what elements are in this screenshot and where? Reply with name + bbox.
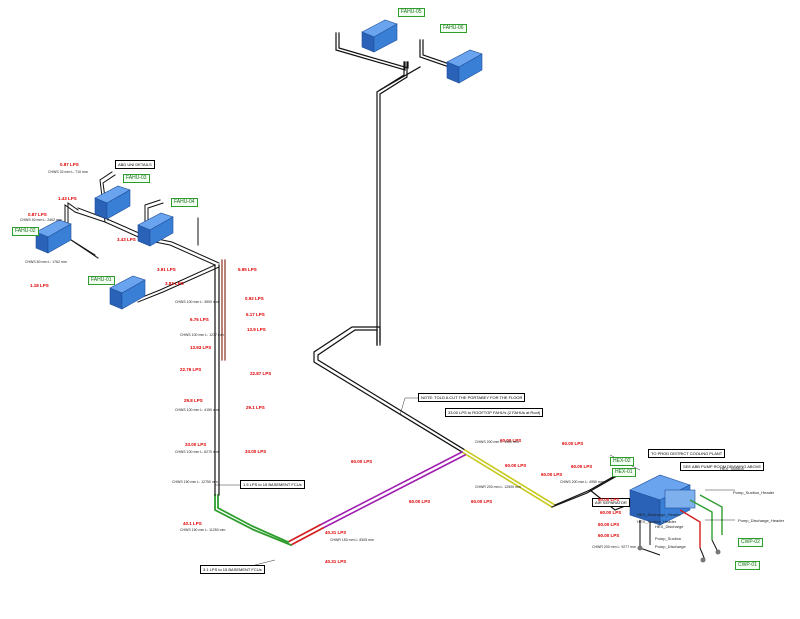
pipe-label: CHWS 200 mm L: 4950 mm: [560, 480, 604, 484]
fahu-04-unit[interactable]: [137, 212, 174, 247]
flow-label: 33.00 LPS: [245, 449, 267, 454]
flow-label: 60.00 LPS: [351, 459, 373, 464]
note-lower: 3.1 LPS to 15 BASEMENT FCUs: [200, 565, 265, 574]
fahu-06-unit[interactable]: [446, 49, 483, 84]
vertical-riser: [214, 264, 220, 496]
note-level: 33.00 LPS to ROOFTOP FAHU's (2 FAHUs at …: [445, 408, 544, 417]
flow-label: 3.91 LPS: [157, 267, 176, 272]
note-upper: ABD UNI DETAILS: [115, 160, 155, 169]
pipe-label: CHWR 200 mm L: 12500 mm: [475, 485, 521, 489]
note-plant-title: TO PROD DISTRICT COOLING PLANT: [648, 449, 726, 458]
pipe-label: CHWR 150 mm L: 8305 mm: [330, 538, 374, 542]
flow-label: 1.18 LPS: [30, 283, 49, 288]
fahu-02-unit[interactable]: [35, 219, 72, 254]
note-plant-sub: SEE ABB PUMP ROOM DRAWING ABOVE: [680, 462, 765, 471]
flow-label: 60.00 LPS: [471, 499, 493, 504]
pipe-label: CHWS 80 mm L: 1762 mm: [25, 260, 67, 264]
tag-fahu-04[interactable]: FAHU-04: [171, 198, 198, 207]
flow-label: 40.1 LPS: [183, 521, 202, 526]
flow-label: 60.00 LPS: [598, 533, 620, 538]
pipe-label: CHWS 32 mm L: 710 mm: [48, 170, 88, 174]
equip-label: Pump_Suction_Header: [733, 490, 775, 495]
flow-label: 13.93 LPS: [190, 345, 212, 350]
tag-cwp-02[interactable]: CWP-02: [738, 538, 763, 547]
pipe-label: CHWS 100 mm L: 4150 mm: [175, 408, 219, 412]
flow-label: 33.00 LPS: [185, 442, 207, 447]
riser-inner: [221, 259, 226, 361]
flow-label: 60.00 LPS: [600, 510, 622, 515]
equip-label: Pump_Discharge: [655, 544, 686, 549]
roof-pipe-run: [335, 32, 456, 346]
flow-label: 60.00 LPS: [571, 464, 593, 469]
tag-fahu-05[interactable]: FAHU-05: [398, 8, 425, 17]
flow-label: 60.00 LPS: [598, 522, 620, 527]
tag-fahu-06[interactable]: FAHU-06: [440, 24, 467, 33]
equip-label: Pump_Discharge_Header: [738, 518, 785, 523]
tag-cwp-01[interactable]: CWP-01: [735, 561, 760, 570]
fahu-05-unit[interactable]: [361, 19, 398, 53]
main-diagonal-run: [313, 326, 466, 453]
flow-label: 60.00 LPS: [562, 441, 584, 446]
flow-label: 1.43 LPS: [58, 196, 77, 201]
pipe-label: CHWS 100 mm L: 1237 mm: [180, 333, 224, 337]
flow-label: 60.00 LPS: [409, 499, 431, 504]
flow-label: 0.87 LPS: [60, 162, 79, 167]
flow-label: 13.9 LPS: [247, 327, 266, 332]
yellow-run: [460, 448, 557, 509]
flow-label: 0.87 LPS: [28, 212, 47, 217]
flow-label: 60.00 LPS: [505, 463, 527, 468]
flow-label: 40.31 LPS: [325, 530, 347, 535]
green-header: [214, 494, 293, 547]
equip-label: HEX_Suction_Header: [637, 519, 677, 524]
flow-label: 29.8 LPS: [184, 398, 203, 403]
fahu-units: [35, 19, 483, 310]
equip-label: HEX_Suction: [720, 466, 744, 471]
tag-hex-01[interactable]: HEX-01: [612, 468, 636, 477]
tag-hex-02[interactable]: HEX-02: [610, 457, 634, 466]
equip-label: Pump_Suction: [655, 536, 682, 541]
pipe-label: CHWS 200 mm L: 1960 mm: [475, 440, 519, 444]
tag-fahu-03[interactable]: FAHU-03: [123, 174, 150, 183]
fahu-03-unit[interactable]: [94, 185, 131, 220]
plant-equipment: [629, 474, 723, 563]
tag-fahu-01[interactable]: FAHU-01: [88, 276, 115, 285]
equip-label: HEX_Discharge: [655, 524, 684, 529]
note-air-separator: AIR SEPARATOR: [592, 498, 630, 507]
flow-label: 22.87 LPS: [250, 371, 272, 376]
flow-label: 6.76 LPS: [190, 317, 209, 322]
equip-label: HEX_Discharge_Header: [637, 512, 681, 517]
pipe-label: CHWS 150 mm L: 11250 mm: [180, 528, 226, 532]
flow-label: 60.00 LPS: [541, 472, 563, 477]
flow-label: 6.17 LPS: [246, 312, 265, 317]
flow-label: 60.00 LPS: [500, 438, 522, 443]
flow-label: 60.00 LPS: [598, 497, 620, 502]
note-roof: NOTE: TOLD A CUT THE PORTABEY FOR THE FL…: [418, 393, 526, 402]
tag-fahu-02[interactable]: FAHU-02: [12, 227, 39, 236]
flow-label: 5.95 LPS: [238, 267, 257, 272]
flow-label: 3.43 LPS: [117, 237, 136, 242]
pipe-label: CHWS 100 mm L: 3500 mm: [175, 300, 219, 304]
flow-label: 40.31 LPS: [325, 559, 347, 564]
pipe-label: CHWS 150 mm L: 12750 mm: [172, 480, 218, 484]
red-run: [286, 523, 325, 547]
pipe-label: CHWR 200 mm L: 9277 mm: [592, 545, 636, 549]
flow-label: 29.1 LPS: [246, 405, 265, 410]
note-mid: 1.5 LPS to 15 BASEMENT FCUs: [240, 480, 305, 489]
fahu-01-unit[interactable]: [109, 275, 146, 310]
purple-run: [318, 450, 467, 530]
flow-label: 0.92 LPS: [245, 296, 264, 301]
flow-label: 3.83 LPS: [165, 281, 184, 286]
flow-label: 22.76 LPS: [180, 367, 202, 372]
pipe-label: CHWS 40 mm L: 2462 mm: [20, 218, 62, 222]
pipe-label: CHWS 100 mm L: 6270 mm: [175, 450, 219, 454]
